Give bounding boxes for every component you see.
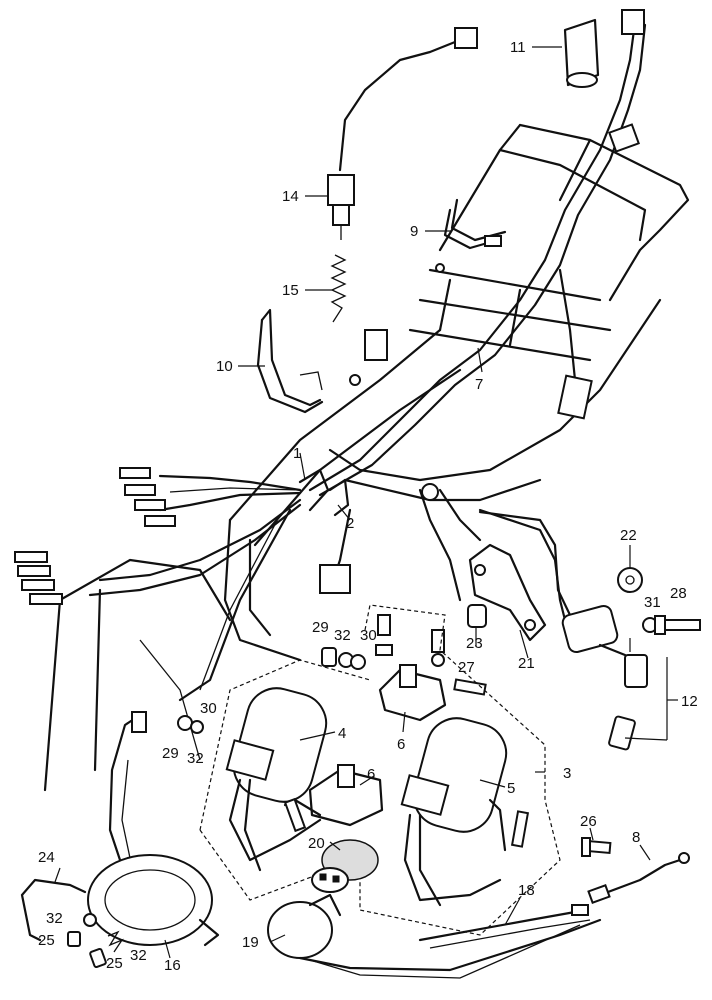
callout-11: 11: [510, 39, 526, 56]
callout-25b: 25: [106, 955, 123, 972]
callout-9: 9: [410, 223, 418, 240]
callout-19: 19: [242, 934, 259, 951]
coil-bracket-lower: [308, 764, 384, 827]
callout-32c: 32: [46, 910, 63, 927]
harness-clamp: [443, 198, 507, 250]
horn: [87, 711, 220, 947]
callout-29a: 29: [312, 619, 329, 636]
callout-7: 7: [475, 376, 483, 393]
bolt-28: [654, 615, 701, 635]
callout-22: 22: [620, 527, 637, 544]
callout-labels: 1 2 3 4 5 6 6 7 8 9 10 11 12 14 15 16 18…: [38, 39, 698, 974]
callout-10: 10: [216, 358, 233, 375]
horn-hardware: [67, 913, 124, 969]
callout-32d: 32: [130, 947, 147, 964]
bolt-26: [581, 837, 612, 857]
callout-16: 16: [164, 957, 181, 974]
mounting-bracket: [468, 543, 547, 642]
callout-29b: 29: [162, 745, 179, 762]
voltage-regulator: [311, 839, 379, 893]
ignition-coil-right: [400, 717, 530, 907]
callout-18: 18: [518, 882, 535, 899]
leader-lines: [54, 46, 678, 959]
collar: [467, 604, 487, 628]
callout-8: 8: [632, 829, 640, 846]
ignition-coil-left: [225, 687, 328, 872]
callout-2: 2: [346, 515, 354, 532]
callout-15: 15: [282, 282, 299, 299]
callout-30b: 30: [200, 700, 217, 717]
callout-6b: 6: [367, 766, 375, 783]
relay-unit: [267, 893, 602, 979]
hardware-group-upper: [321, 614, 445, 670]
rear-stop-switch: [327, 27, 478, 240]
callout-28: 28: [670, 585, 687, 602]
callout-12: 12: [681, 693, 698, 710]
callout-14: 14: [282, 188, 299, 205]
ignition-switch: [478, 510, 648, 751]
callout-3: 3: [563, 765, 571, 782]
callout-25a: 25: [38, 932, 55, 949]
callout-32b: 32: [187, 750, 204, 767]
callout-30a: 30: [360, 627, 377, 644]
callout-6a: 6: [397, 736, 405, 753]
hardware-group-lower: [177, 715, 204, 734]
grommet-tube: [563, 18, 600, 88]
bolt-27: [453, 678, 487, 696]
callout-32a: 32: [334, 627, 351, 644]
main-wire-harness: [14, 9, 647, 702]
callout-5: 5: [507, 780, 515, 797]
ground-lead: [587, 852, 690, 904]
callout-31: 31: [644, 594, 661, 611]
callout-23: 23: [466, 635, 483, 652]
callout-24: 24: [38, 849, 55, 866]
switch-washer: [617, 567, 643, 593]
callout-21: 21: [518, 655, 535, 672]
wire-leads: [418, 904, 591, 949]
coil-bracket-upper: [378, 664, 447, 722]
coil-assembly-outline: [199, 604, 561, 936]
callout-27: 27: [458, 659, 475, 676]
callout-26: 26: [580, 813, 597, 830]
return-spring: [330, 254, 347, 323]
horn-clip: [20, 878, 87, 942]
callout-4: 4: [338, 725, 346, 742]
frame: [43, 123, 690, 792]
callout-1: 1: [293, 445, 301, 462]
callout-20: 20: [308, 835, 325, 852]
harness-band: [256, 308, 324, 414]
